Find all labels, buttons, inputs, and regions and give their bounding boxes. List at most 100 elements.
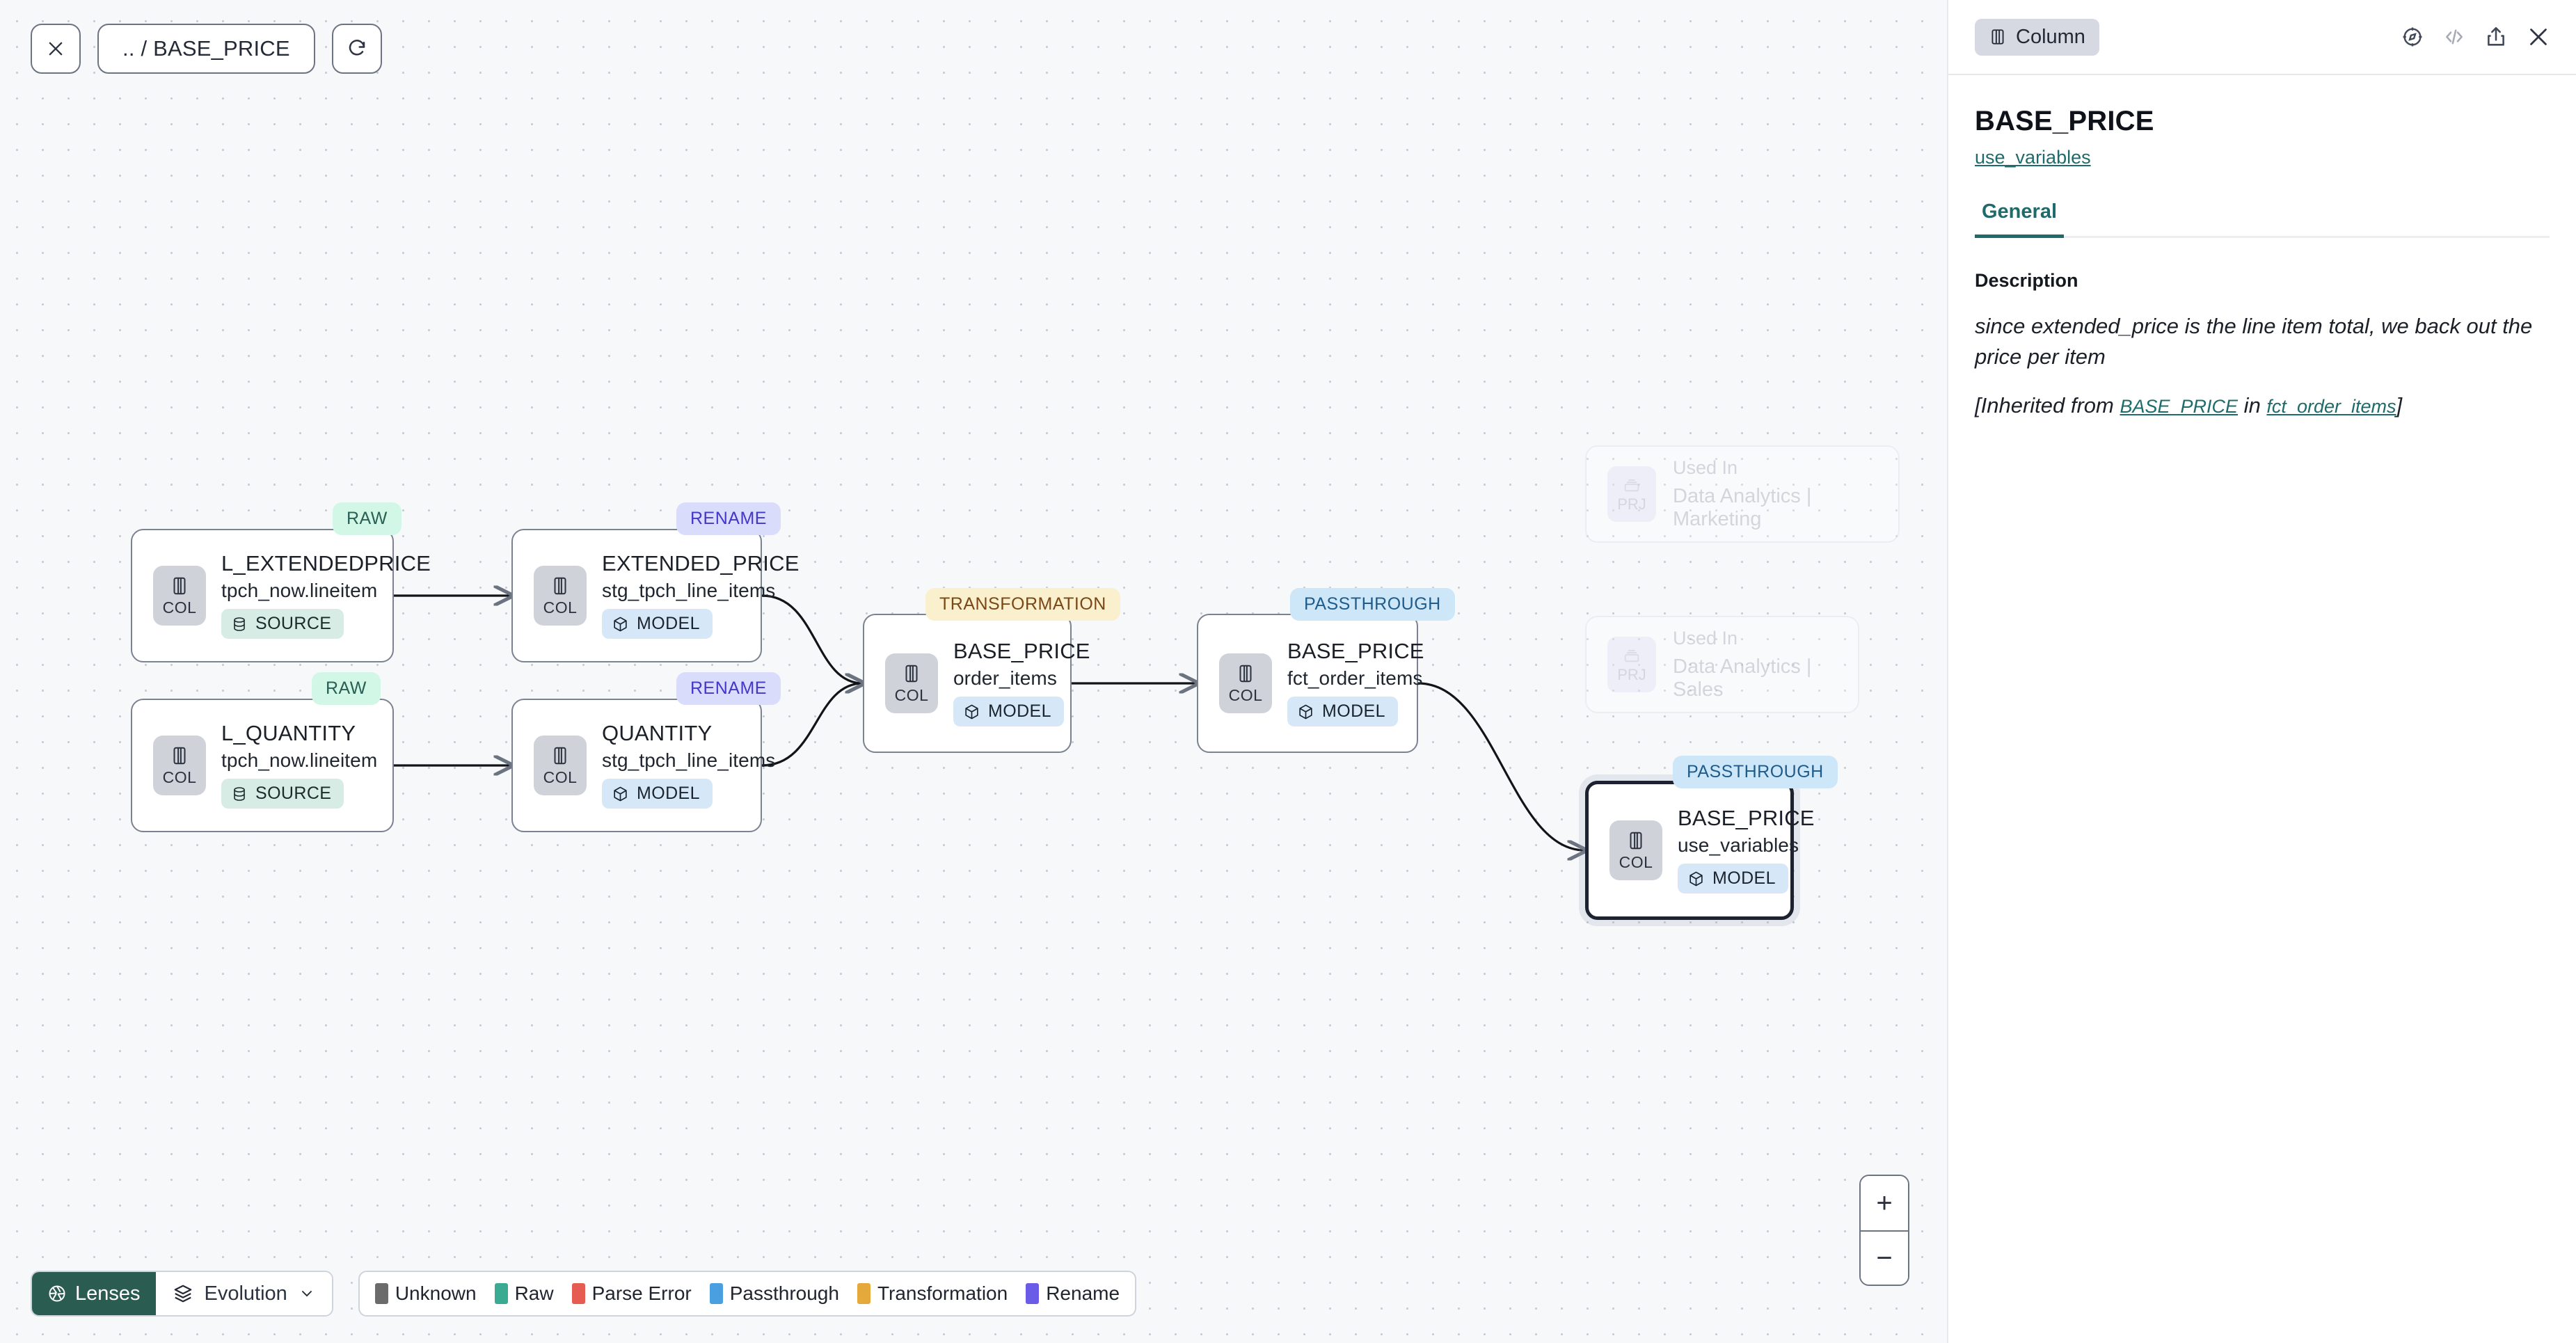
node-tag-model: MODEL <box>953 697 1064 727</box>
project-type-label: PRJ <box>1617 666 1646 683</box>
legend-label: Unknown <box>395 1282 477 1304</box>
zoom-in-button[interactable]: + <box>1861 1176 1908 1230</box>
used-in-card-sales[interactable]: PRJ Used In Data Analytics | Sales <box>1585 616 1859 713</box>
refresh-button[interactable] <box>331 24 382 74</box>
project-icon <box>1624 479 1639 492</box>
node-tag-label: SOURCE <box>255 614 332 634</box>
close-panel-button[interactable] <box>2526 24 2551 49</box>
inherited-column-link[interactable]: BASE_PRICE <box>2120 396 2239 418</box>
legend-item-unknown[interactable]: Unknown <box>374 1282 477 1305</box>
legend-item-raw[interactable]: Raw <box>494 1282 554 1305</box>
breadcrumb-button[interactable]: .. / BASE_PRICE <box>97 24 315 74</box>
share-icon <box>2488 26 2504 46</box>
node-badge-rename: RENAME <box>676 672 781 705</box>
close-icon <box>2530 29 2547 45</box>
lenses-label: Lenses <box>75 1282 141 1305</box>
node-badge-transformation: TRANSFORMATION <box>925 588 1120 621</box>
node-subtitle: order_items <box>953 667 1057 690</box>
database-icon <box>234 617 245 631</box>
project-type-icon: PRJ <box>1607 466 1656 522</box>
node-badge-passthrough: PASSTHROUGH <box>1673 756 1838 788</box>
column-icon <box>1239 665 1252 682</box>
node-type-label: COL <box>1228 685 1263 704</box>
refresh-icon <box>349 40 365 56</box>
legend-swatch <box>571 1283 585 1304</box>
close-canvas-button[interactable] <box>31 24 81 74</box>
node-badge-raw: RAW <box>333 502 401 535</box>
entity-type-chip[interactable]: Column <box>1975 18 2099 56</box>
explore-button[interactable] <box>2401 25 2424 49</box>
parent-model-link[interactable]: use_variables <box>1975 147 2091 168</box>
tab-general[interactable]: General <box>1975 196 2064 238</box>
column-icon <box>1991 29 2004 45</box>
node-subtitle: fct_order_items <box>1287 667 1423 690</box>
node-tag-label: MODEL <box>637 614 700 634</box>
legend-item-transformation[interactable]: Transformation <box>857 1282 1008 1305</box>
used-in-project-name: Data Analytics | Sales <box>1673 655 1812 701</box>
panel-header-actions <box>2401 24 2551 49</box>
node-type-icon: COL <box>153 566 206 626</box>
share-button[interactable] <box>2484 25 2508 49</box>
page-title: BASE_PRICE <box>1975 106 2154 136</box>
node-tag-model: MODEL <box>1678 864 1788 894</box>
node-subtitle: stg_tpch_line_items <box>602 580 776 602</box>
node-tag-label: MODEL <box>988 701 1051 722</box>
node-tag-model: MODEL <box>602 779 713 809</box>
chevron-down-icon <box>301 1291 312 1297</box>
legend-item-passthrough[interactable]: Passthrough <box>709 1282 839 1305</box>
legend-item-parse-error[interactable]: Parse Error <box>571 1282 692 1305</box>
lenses-button[interactable]: Lenses <box>32 1272 156 1315</box>
legend-swatch <box>709 1283 723 1304</box>
node-subtitle: stg_tpch_line_items <box>602 749 776 772</box>
node-type-label: COL <box>543 768 578 786</box>
node-tag-label: MODEL <box>1322 701 1385 722</box>
cube-icon <box>1299 704 1312 720</box>
legend-swatch <box>857 1283 870 1304</box>
compass-icon <box>2403 27 2422 47</box>
node-subtitle: tpch_now.lineitem <box>221 580 378 602</box>
legend-label: Parse Error <box>591 1282 692 1304</box>
cube-icon <box>1689 871 1703 887</box>
aperture-icon <box>49 1285 65 1302</box>
inherited-model-link[interactable]: fct_order_items <box>2266 396 2396 418</box>
legend-swatch <box>1026 1283 1040 1304</box>
node-badge-raw: RAW <box>312 672 381 705</box>
node-type-label: COL <box>894 685 929 704</box>
description-text: since extended_price is the line item to… <box>1975 314 2533 369</box>
legend-label: Passthrough <box>729 1282 839 1304</box>
canvas-toolbar: .. / BASE_PRICE <box>31 24 382 74</box>
project-type-icon: PRJ <box>1607 637 1656 692</box>
node-type-label: COL <box>1619 852 1653 871</box>
column-icon <box>554 747 566 764</box>
legend-label: Transformation <box>877 1282 1008 1304</box>
node-tag-model: MODEL <box>1287 697 1398 727</box>
evolution-dropdown[interactable]: Evolution <box>155 1272 332 1315</box>
view-code-button[interactable] <box>2442 25 2466 49</box>
zoom-out-button[interactable]: − <box>1861 1230 1908 1285</box>
evolution-label: Evolution <box>204 1282 287 1305</box>
legend-swatch <box>494 1283 508 1304</box>
node-badge-passthrough: PASSTHROUGH <box>1290 588 1455 621</box>
node-type-icon: COL <box>534 736 587 795</box>
used-in-kicker: Used In <box>1673 628 1738 649</box>
node-tag-label: MODEL <box>1712 868 1776 889</box>
legend-item-rename[interactable]: Rename <box>1026 1282 1120 1305</box>
node-type-icon: COL <box>534 566 587 626</box>
column-icon <box>1630 832 1642 849</box>
canvas-bottom-bar: Lenses Evolution Unknown Raw Parse Error Pa… <box>31 1271 1137 1317</box>
